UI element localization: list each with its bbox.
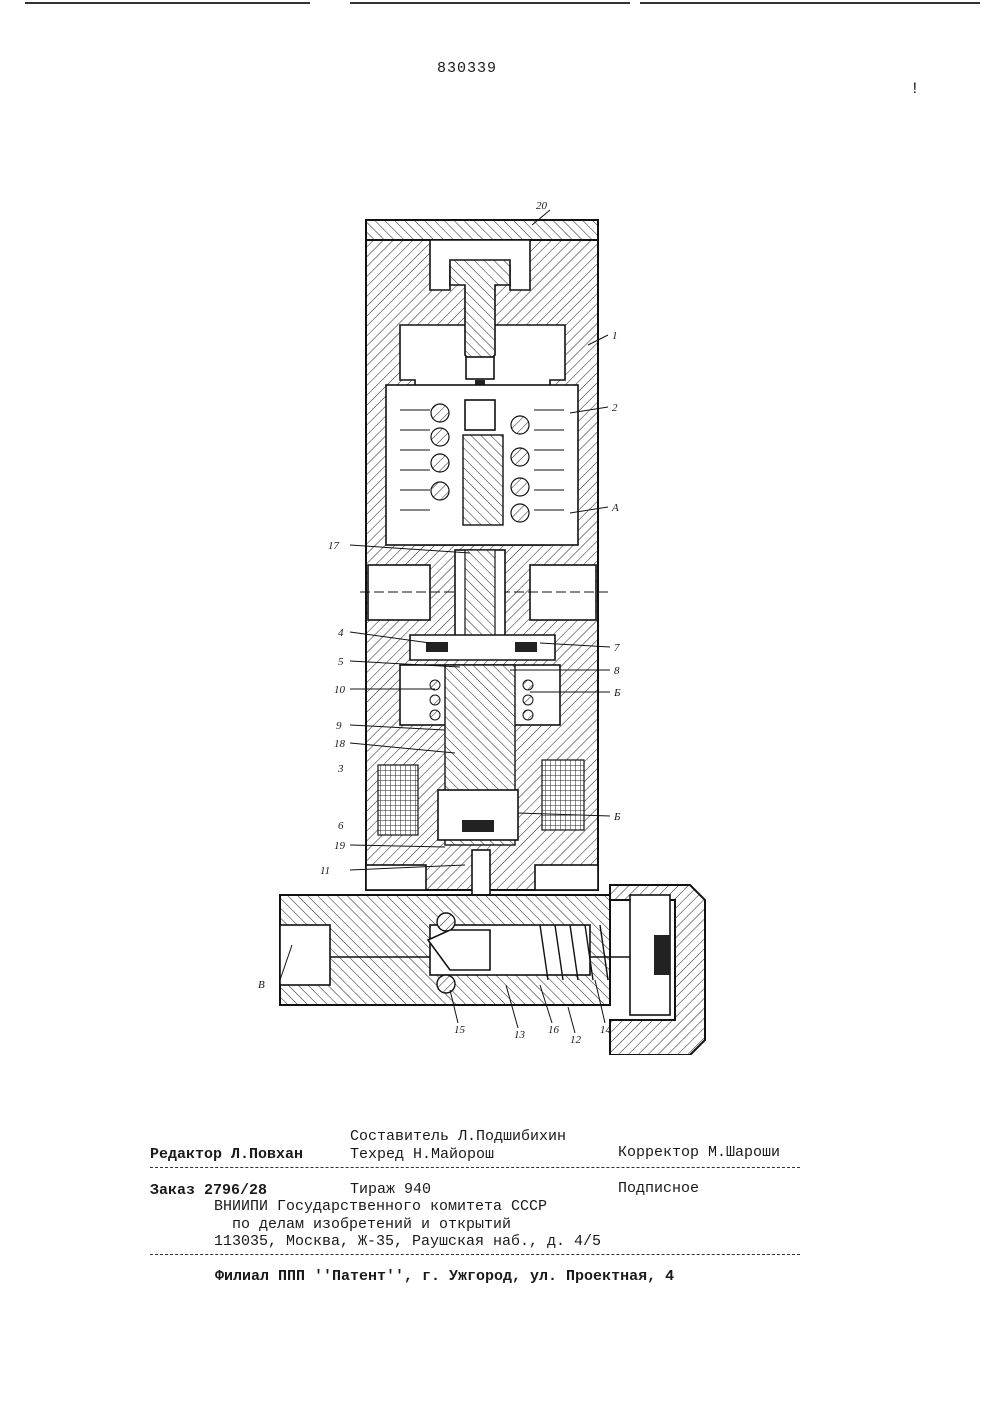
separator-rule bbox=[150, 1167, 800, 1169]
part-label: 8 bbox=[614, 665, 620, 677]
patent-number: 830339 bbox=[437, 60, 497, 77]
part-label: Б bbox=[613, 811, 621, 823]
editor-credit: Редактор Л.Повхан bbox=[150, 1146, 303, 1163]
techred-credit: Техред Н.Майорош bbox=[350, 1146, 494, 1163]
publisher-line: ВНИИПИ Государственного комитета СССР bbox=[214, 1198, 547, 1215]
part-label: 15 bbox=[454, 1024, 466, 1036]
part-label: 12 bbox=[570, 1034, 582, 1046]
part-label: 16 bbox=[548, 1024, 560, 1036]
separator-rule bbox=[150, 1254, 800, 1256]
corrector-credit: Корректор М.Шароши bbox=[618, 1144, 780, 1161]
circulation: Тираж 940 bbox=[350, 1181, 431, 1198]
stray-mark: ! bbox=[910, 80, 920, 98]
top-rule-mid bbox=[350, 2, 630, 4]
part-label: 14 bbox=[600, 1024, 612, 1036]
branch-address: Филиал ППП ''Патент'', г. Ужгород, ул. П… bbox=[215, 1268, 674, 1285]
part-label: 17 bbox=[328, 540, 340, 552]
subscription: Подписное bbox=[618, 1180, 699, 1197]
part-label: 18 bbox=[334, 738, 346, 750]
part-label: 3 bbox=[337, 763, 344, 775]
publisher-line: по делам изобретений и открытий bbox=[232, 1216, 511, 1233]
part-label: 7 bbox=[614, 642, 620, 654]
part-label: A bbox=[611, 502, 619, 514]
part-label: В bbox=[258, 979, 265, 991]
part-label: 9 bbox=[336, 720, 342, 732]
part-label: 2 bbox=[612, 402, 618, 414]
valve-cross-section-drawing: 20 1 2 A 17 4 7 5 8 10 Б 9 18 3 6 Б 19 1… bbox=[250, 195, 730, 1055]
part-label: Б bbox=[613, 687, 621, 699]
order-number: Заказ 2796/28 bbox=[150, 1182, 267, 1199]
part-label: 13 bbox=[514, 1029, 526, 1041]
part-label: 5 bbox=[338, 656, 344, 668]
part-label: 10 bbox=[334, 684, 346, 696]
part-label: 11 bbox=[320, 865, 330, 877]
part-label: 6 bbox=[338, 820, 344, 832]
top-rule-left bbox=[25, 2, 310, 4]
part-label: 4 bbox=[338, 627, 344, 639]
part-label: 19 bbox=[334, 840, 346, 852]
publisher-address: 113035, Москва, Ж-35, Раушская наб., д. … bbox=[214, 1233, 601, 1250]
compiler-credit: Составитель Л.Подшибихин bbox=[350, 1128, 566, 1145]
top-rule-right bbox=[640, 2, 980, 4]
part-label: 20 bbox=[536, 200, 548, 212]
part-label: 1 bbox=[612, 330, 618, 342]
